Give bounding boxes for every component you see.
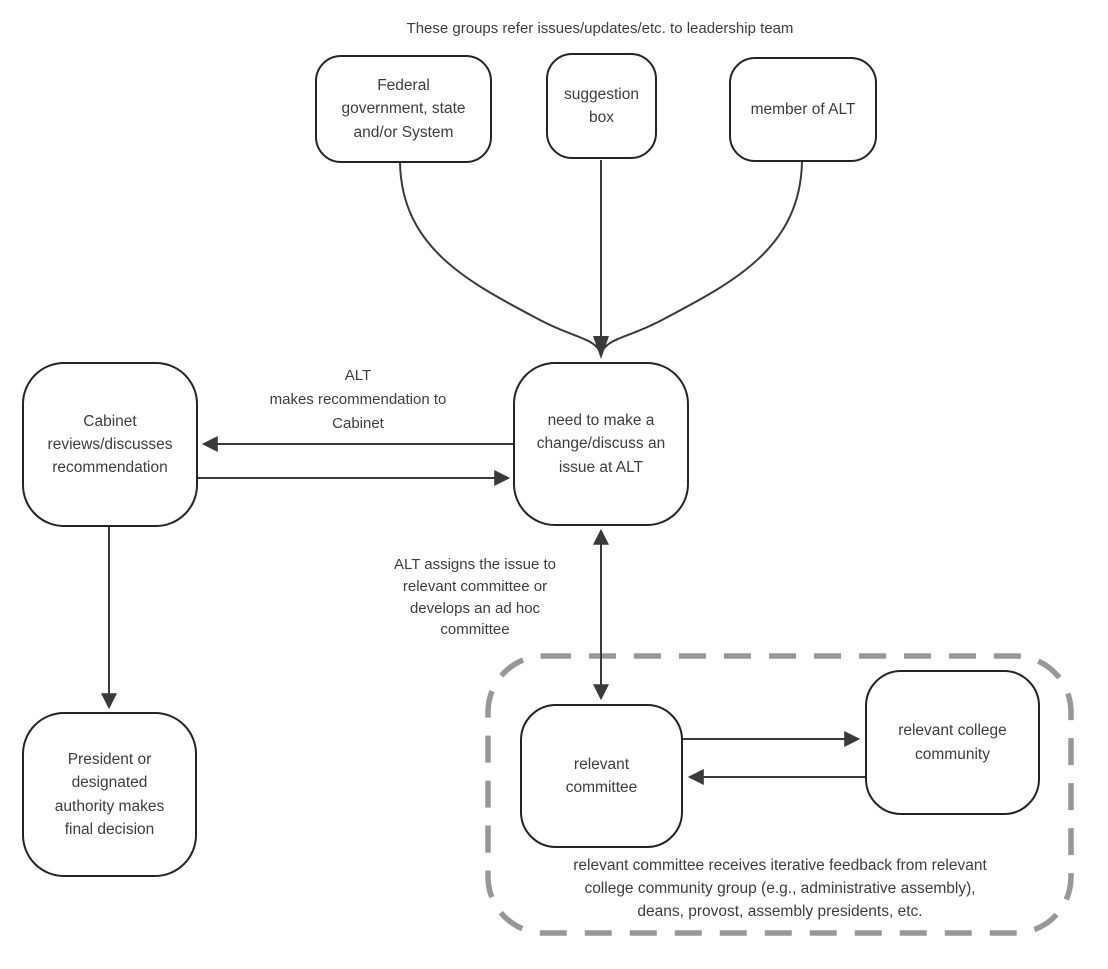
node-cabinet-reviews: Cabinet reviews/discusses recommendation (22, 362, 198, 527)
node-relevant-committee: relevant committee (520, 704, 683, 848)
node-need-to-make-change: need to make a change/discuss an issue a… (513, 362, 689, 526)
edge-label-alt-recommendation: ALT makes recommendation to Cabinet (269, 367, 447, 432)
node-need-to-make-change-label: need to make a change/discuss an issue a… (536, 412, 666, 476)
note-iterative-feedback: relevant committee receives iterative fe… (573, 857, 987, 920)
node-member-of-alt: member of ALT (729, 57, 877, 162)
node-member-of-alt-label: member of ALT (750, 100, 856, 118)
feedback-group-dashed-border (485, 653, 1074, 936)
diagram-caption: These groups refer issues/updates/etc. t… (406, 20, 794, 37)
node-president-final-decision-label: President or designated authority makes … (54, 751, 165, 838)
node-relevant-committee-label: relevant committee (565, 755, 638, 796)
node-suggestion-box-label: suggestion box (564, 85, 639, 126)
node-federal-government-label: Federal government, state and/or System (341, 77, 466, 141)
converging-arrowhead (593, 336, 609, 359)
node-suggestion-box: suggestion box (546, 53, 657, 159)
edge-label-alt-assigns: ALT assigns the issue to relevant commit… (393, 556, 557, 639)
node-cabinet-reviews-label: Cabinet reviews/discusses recommendation (47, 412, 173, 477)
node-relevant-college-community-label: relevant college community (898, 722, 1007, 763)
node-president-final-decision: President or designated authority makes … (22, 712, 197, 877)
node-federal-government: Federal government, state and/or System (315, 55, 492, 163)
edge-federal-to-need (399, 162, 600, 351)
node-relevant-college-community: relevant college community (865, 670, 1040, 815)
edge-member-to-need (602, 161, 803, 351)
